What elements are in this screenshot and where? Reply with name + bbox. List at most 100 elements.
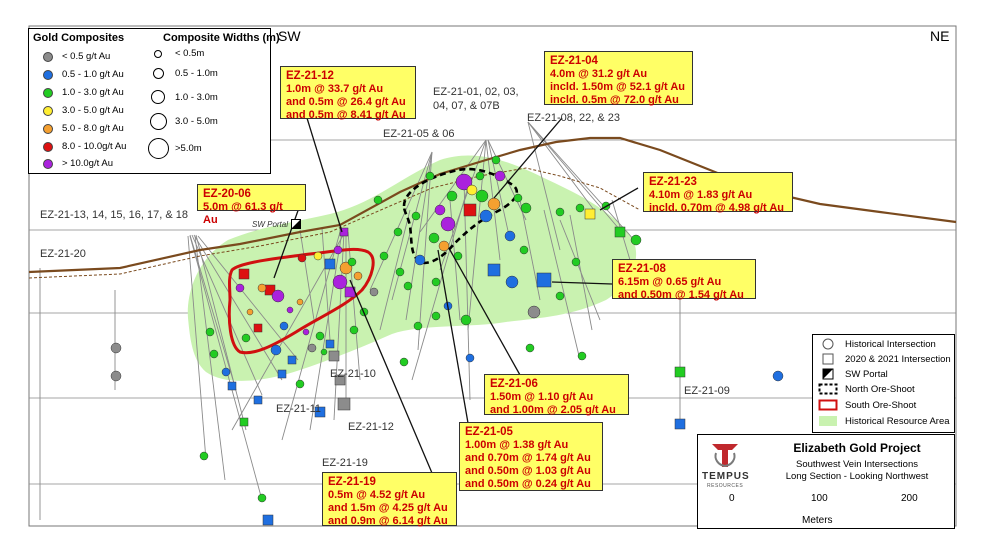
- grade-dot-icon: [43, 69, 53, 80]
- width-circle-icon: [147, 138, 169, 159]
- sample-marker: [555, 207, 565, 217]
- key-item: 2020 & 2021 Intersection: [817, 353, 951, 365]
- scale-unit: Meters: [802, 515, 833, 526]
- gold-legend-item: 5.0 - 8.0 g/t Au: [43, 123, 124, 134]
- grade-dot-icon: [43, 123, 53, 134]
- width-circle-icon: [152, 68, 164, 79]
- sample-marker: [353, 271, 363, 281]
- grade-dot-icon: [43, 141, 53, 152]
- sample-marker: [199, 451, 209, 461]
- sample-marker: [575, 203, 585, 213]
- sample-marker: [519, 245, 529, 255]
- hole-label: EZ-21-05 & 06: [383, 128, 455, 140]
- callout-ez21-12: EZ-21-12 1.0m @ 33.7 g/t Au and 0.5m @ 2…: [280, 66, 416, 121]
- south-ore-shoot-outline: [227, 247, 375, 355]
- sample-marker: [110, 342, 122, 354]
- gold-legend-title: Gold Composites: [33, 32, 125, 44]
- sample-marker: [411, 211, 421, 221]
- width-legend-title: Composite Widths (m): [163, 32, 280, 44]
- sample-marker: [262, 514, 274, 526]
- sample-marker: [246, 308, 254, 316]
- sample-marker: [307, 343, 317, 353]
- hole-label: EZ-21-10: [330, 368, 376, 380]
- sample-marker: [674, 366, 686, 378]
- north-ore-shoot-outline: [402, 167, 519, 265]
- gold-legend-item: 8.0 - 10.0g/t Au: [43, 141, 126, 152]
- sample-marker: [536, 272, 552, 288]
- sample-marker: [296, 298, 304, 306]
- sample-marker: [475, 189, 489, 203]
- sample-marker: [241, 333, 251, 343]
- sample-marker: [339, 227, 349, 237]
- sample-marker: [440, 216, 456, 232]
- sample-marker: [465, 353, 475, 363]
- direction-sw: SW: [278, 28, 301, 44]
- sample-marker: [270, 344, 282, 356]
- sample-marker: [325, 339, 335, 349]
- hole-label: 04, 07, & 07B: [433, 100, 500, 112]
- leader-lines: [273, 117, 639, 474]
- sample-marker: [584, 208, 596, 220]
- sample-marker: [110, 370, 122, 382]
- gold-legend-item: 0.5 - 1.0 g/t Au: [43, 69, 124, 80]
- width-circle-icon: [149, 113, 167, 130]
- sample-marker: [505, 275, 519, 289]
- sample-marker: [239, 417, 249, 427]
- sample-marker: [438, 240, 450, 252]
- subtitle-1: Southwest Vein Intersections: [796, 459, 918, 470]
- sample-marker: [279, 321, 289, 331]
- sample-marker: [295, 379, 305, 389]
- callout-ez21-19: EZ-21-19 0.5m @ 4.52 g/t Au and 1.5m @ 4…: [322, 472, 457, 527]
- sample-marker: [513, 193, 523, 203]
- sample-marker: [446, 190, 458, 202]
- hole-label: EZ-21-08, 22, & 23: [527, 112, 620, 124]
- gold-legend-item: 3.0 - 5.0 g/t Au: [43, 105, 124, 116]
- sample-marker: [209, 349, 219, 359]
- width-legend-item: >5.0m: [147, 138, 202, 159]
- sample-marker: [504, 230, 516, 242]
- callout-ez21-06: EZ-21-06 1.50m @ 1.10 g/t Au and 1.00m @…: [484, 374, 629, 416]
- sample-marker: [479, 209, 493, 223]
- portal-icon: [291, 219, 302, 229]
- callout-ez21-08: EZ-21-08 6.15m @ 0.65 g/t Au and 0.50m @…: [612, 259, 756, 301]
- width-circle-icon: [151, 90, 165, 104]
- logo-subtext: RESOURCES: [707, 483, 744, 489]
- hole-label: EZ-21-13, 14, 15, 16, 17, & 18: [40, 209, 188, 221]
- gold-legend-item: < 0.5 g/t Au: [43, 51, 110, 62]
- sample-marker: [253, 323, 263, 333]
- sample-marker: [431, 311, 441, 321]
- sample-marker: [466, 184, 478, 196]
- key-item: South Ore-Shoot: [817, 399, 916, 411]
- composite-legend: Gold Composites Composite Widths (m) < 0…: [28, 28, 280, 174]
- portal-icon: [822, 368, 834, 380]
- scale-tick-100: 100: [811, 493, 828, 504]
- title-block: TEMPUS RESOURCES Elizabeth Gold Project …: [697, 434, 955, 529]
- hole-label: EZ-21-01, 02, 03,: [433, 86, 519, 98]
- callout-ez20-06: EZ-20-06 5.0m @ 61.3 g/t Au: [197, 184, 306, 226]
- sample-marker: [571, 257, 581, 267]
- sample-marker: [475, 171, 485, 181]
- sample-marker: [313, 251, 323, 261]
- grade-dot-icon: [43, 158, 53, 169]
- sample-marker: [315, 331, 325, 341]
- red-box-icon: [818, 399, 838, 411]
- sample-marker: [487, 197, 501, 211]
- hole-label: EZ-21-11: [276, 403, 322, 415]
- gold-legend-item: 1.0 - 3.0 g/t Au: [43, 87, 124, 98]
- sample-marker: [414, 254, 426, 266]
- sample-marker: [369, 287, 379, 297]
- sample-marker: [399, 357, 409, 367]
- sample-marker: [463, 203, 477, 217]
- width-circle-icon: [154, 49, 162, 58]
- grade-dot-icon: [43, 51, 53, 62]
- sample-marker: [328, 350, 340, 362]
- sample-marker: [373, 195, 383, 205]
- sample-marker: [413, 321, 423, 331]
- sample-marker: [393, 227, 403, 237]
- sample-marker: [221, 367, 231, 377]
- callout-ez21-23: EZ-21-23 4.10m @ 1.83 g/t Au incld. 0.70…: [643, 172, 793, 214]
- sample-marker: [277, 369, 287, 379]
- sample-marker: [525, 343, 535, 353]
- sw-portal-label: SW Portal: [252, 219, 302, 229]
- key-item: Historical Resource Area: [817, 415, 950, 427]
